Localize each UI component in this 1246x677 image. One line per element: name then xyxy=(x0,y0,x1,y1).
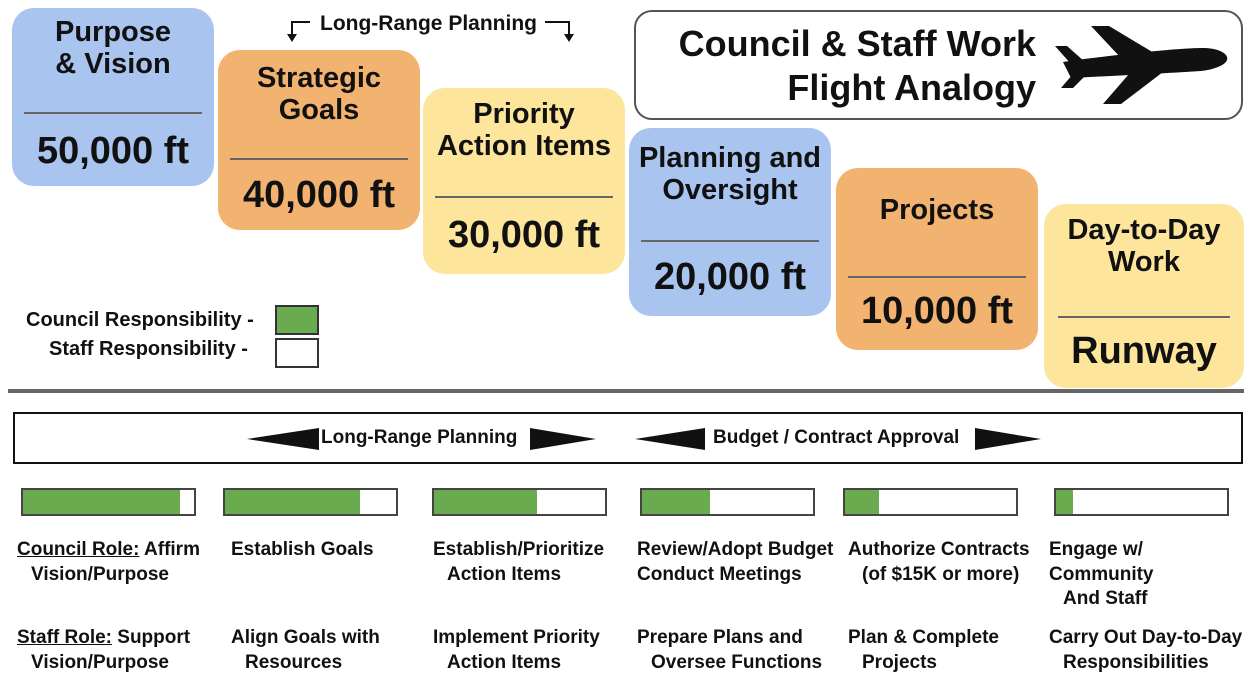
level-altitude: Runway xyxy=(1071,330,1217,372)
council-role: Authorize Contracts (of $15K or more) xyxy=(848,539,1030,585)
airplane-icon xyxy=(1055,26,1228,104)
staff-role: Implement Priority Action Items xyxy=(433,627,600,673)
council-role: Engage w/ Community And Staff xyxy=(1049,539,1154,610)
level-divider xyxy=(435,196,613,198)
level-divider xyxy=(1058,316,1230,318)
staff-role: Staff Role: Support Vision/Purpose xyxy=(17,627,191,673)
planning-banner: Long-Range Planning Budget / Contract Ap… xyxy=(13,412,1243,464)
level-divider xyxy=(230,158,408,160)
arrow-left-icon xyxy=(635,428,705,450)
level-title: Planning and Oversight xyxy=(638,142,822,207)
council-share-fill xyxy=(642,490,711,514)
responsibility-bar xyxy=(640,488,815,516)
responsibility-bar xyxy=(21,488,196,516)
council-role-prefix: Council Role: xyxy=(17,539,140,560)
legend-staff-swatch xyxy=(275,338,319,368)
level-card-priority-action-items: Priority Action Items 30,000 ft xyxy=(423,88,625,274)
responsibility-bar xyxy=(843,488,1018,516)
legend-council-label: Council Responsibility - xyxy=(26,309,254,331)
level-card-day-to-day: Day-to-Day Work Runway xyxy=(1044,204,1244,388)
title-box: Council & Staff Work Flight Analogy xyxy=(634,10,1243,120)
council-role: Review/Adopt Budget Conduct Meetings xyxy=(637,539,834,585)
arrow-right-icon xyxy=(530,428,596,450)
level-card-projects: Projects 10,000 ft xyxy=(836,168,1038,350)
council-share-fill xyxy=(225,490,361,514)
council-role: Council Role: Affirm Vision/Purpose xyxy=(17,539,200,585)
level-card-strategic-goals: Strategic Goals 40,000 ft xyxy=(218,50,420,230)
level-altitude: 30,000 ft xyxy=(447,214,601,256)
level-title: Priority Action Items xyxy=(436,98,612,163)
council-share-fill xyxy=(23,490,181,514)
staff-role: Plan & Complete Projects xyxy=(848,627,999,673)
page-title: Council & Staff Work Flight Analogy xyxy=(678,23,1036,108)
banner-budget-label: Budget / Contract Approval xyxy=(713,427,960,448)
level-title: Purpose & Vision xyxy=(54,16,172,81)
staff-role: Carry Out Day-to-Day Responsibilities xyxy=(1049,627,1243,673)
section-divider xyxy=(8,389,1244,393)
level-altitude: 50,000 ft xyxy=(36,130,190,172)
staff-role: Align Goals with Resources xyxy=(231,627,380,673)
arrow-left-icon xyxy=(247,428,319,450)
banner-long-range-label: Long-Range Planning xyxy=(321,427,518,448)
staff-role-prefix: Staff Role: xyxy=(17,627,112,648)
bent-arrow-right-icon xyxy=(545,21,574,42)
bent-arrow-left-icon xyxy=(287,21,310,42)
council-role: Establish/Prioritize Action Items xyxy=(433,539,605,585)
legend-staff-label: Staff Responsibility - xyxy=(49,338,248,360)
staff-role: Prepare Plans and Oversee Functions xyxy=(637,627,823,673)
responsibility-bar xyxy=(223,488,398,516)
council-share-fill xyxy=(845,490,880,514)
council-share-fill xyxy=(434,490,537,514)
arrow-right-icon xyxy=(975,428,1041,450)
level-card-purpose-vision: Purpose & Vision 50,000 ft xyxy=(12,8,214,186)
responsibility-bar xyxy=(1054,488,1229,516)
responsibility-bar xyxy=(432,488,607,516)
level-title: Day-to-Day Work xyxy=(1067,214,1221,279)
level-divider xyxy=(848,276,1026,278)
level-altitude: 10,000 ft xyxy=(860,290,1014,332)
level-card-planning-oversight: Planning and Oversight 20,000 ft xyxy=(629,128,831,316)
level-divider xyxy=(24,112,202,114)
council-share-fill xyxy=(1056,490,1074,514)
long-range-planning-label: Long-Range Planning xyxy=(320,12,537,35)
council-role: Establish Goals xyxy=(231,539,374,560)
level-divider xyxy=(641,240,819,242)
legend-council-swatch xyxy=(275,305,319,335)
level-title: Projects xyxy=(879,194,995,226)
level-altitude: 40,000 ft xyxy=(242,174,396,216)
level-altitude: 20,000 ft xyxy=(653,256,807,298)
level-title: Strategic Goals xyxy=(256,62,382,127)
